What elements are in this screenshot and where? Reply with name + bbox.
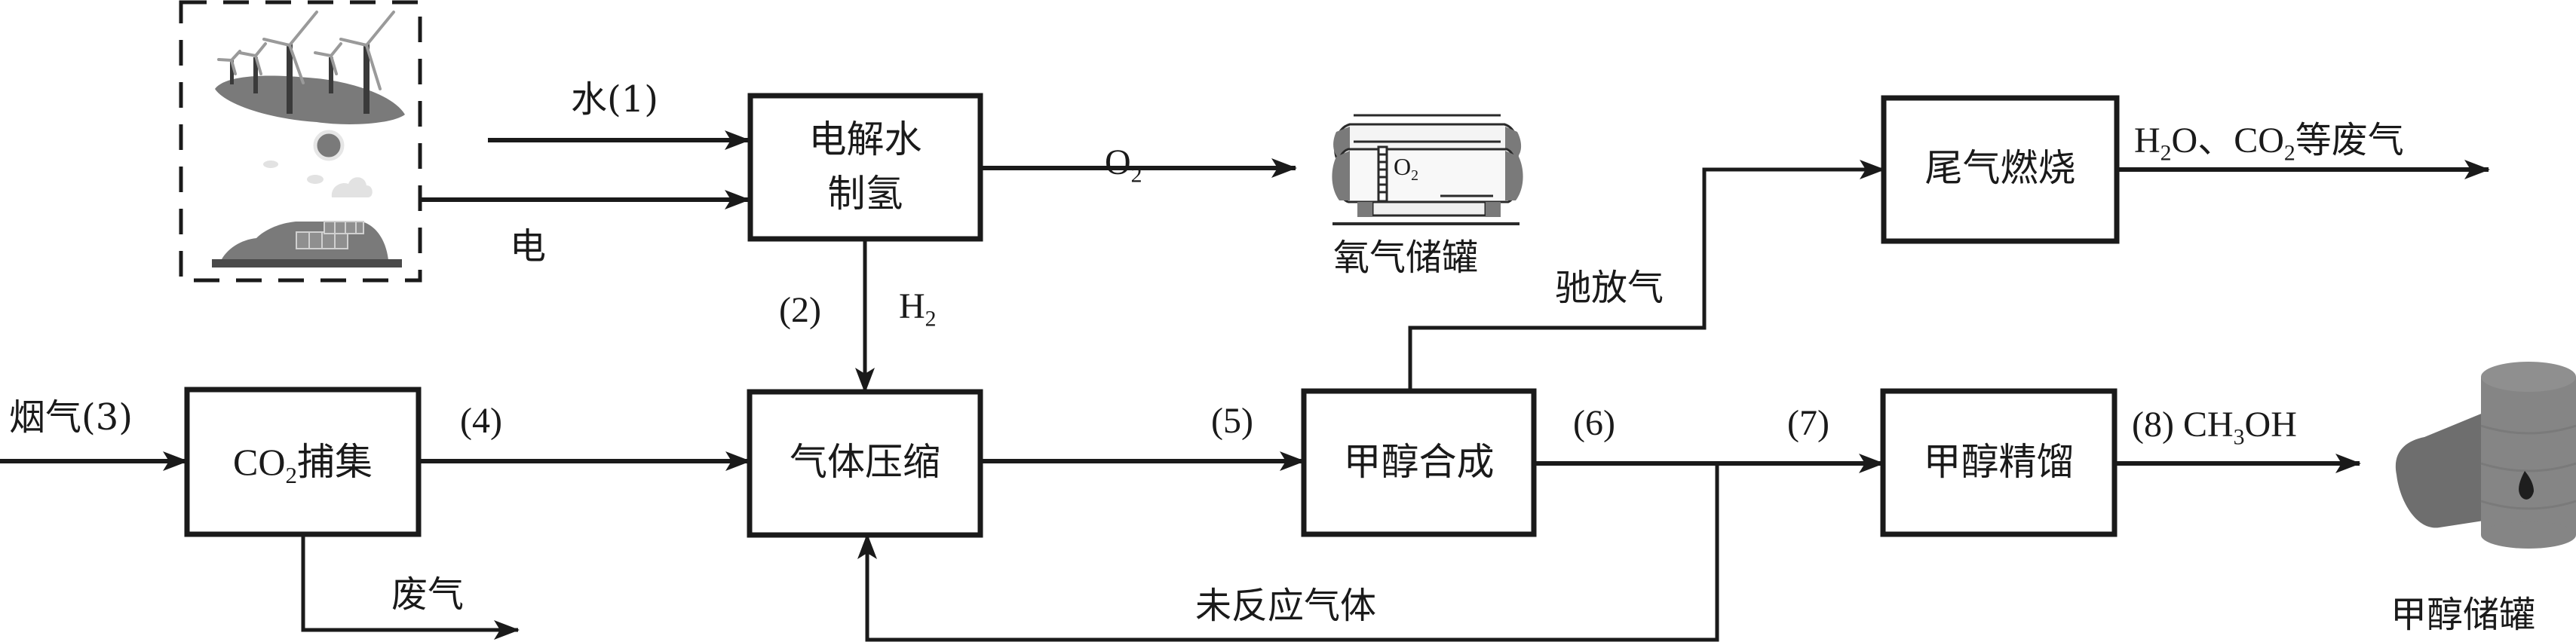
methanol-product-label: (8) CH3OH	[2132, 405, 2297, 448]
exhaust-suffix: 等废气	[2295, 119, 2404, 161]
oxygen-flow-label: O2	[1105, 142, 1142, 186]
gas-compression-label: 气体压缩	[790, 440, 940, 484]
cloud-icon	[263, 160, 373, 197]
tail-gas-combustion-box	[1881, 95, 2120, 244]
waste-gas-label: 废气	[391, 573, 465, 616]
tank-o2-subscript: 2	[1411, 167, 1419, 184]
oxygen-tank-label: 氧气储罐	[1333, 237, 1479, 279]
o2-symbol: O	[1105, 142, 1131, 182]
exhaust-sub1: 2	[2160, 140, 2172, 166]
electrolysis-box	[747, 93, 983, 242]
exhaust-sub2: 2	[2283, 140, 2295, 166]
renewable-source-frame	[179, 0, 422, 283]
stream-6-label: (6)	[1573, 403, 1615, 443]
stream-8-number: (8)	[2132, 405, 2183, 445]
methanol-synthesis-box	[1301, 388, 1537, 537]
co2-capture-suffix: 捕集	[296, 440, 373, 484]
solar-panel-icon	[212, 221, 402, 268]
water-label: 水(1)	[571, 78, 658, 121]
methanol-barrel-icon	[2395, 362, 2576, 549]
recycle-gas-label: 未反应气体	[1195, 585, 1377, 627]
co2-capture-label: CO2捕集	[187, 440, 419, 487]
oxygen-tank-text: O2	[1394, 153, 1418, 183]
exhaust-h: H	[2134, 121, 2160, 160]
ch-symbol: CH	[2182, 405, 2234, 445]
ch3-subscript: 3	[2233, 424, 2245, 450]
methanol-distillation-box	[1880, 388, 2118, 537]
co2-subscript: 2	[285, 461, 297, 488]
exhaust-o-co: O、CO	[2171, 121, 2284, 160]
sun-icon	[313, 130, 345, 161]
wind-farm-icon	[215, 11, 405, 124]
co2-capture-box	[184, 387, 422, 537]
methanol-synthesis-label: 甲醇合成	[1343, 440, 1495, 484]
o2-subscript: 2	[1130, 162, 1142, 188]
hydrogen-flow-label: H2	[899, 286, 937, 330]
stream-4-label: (4)	[460, 401, 502, 441]
electrolysis-label-line1: 电解水	[808, 118, 922, 161]
stream-7-label: (7)	[1787, 403, 1829, 443]
methanol-tank-label: 甲醇储罐	[2390, 594, 2536, 636]
gas-compression-box	[747, 389, 983, 538]
oh-symbol: OH	[2244, 405, 2297, 445]
tank-o2-symbol: O	[1394, 153, 1412, 180]
flue-gas-label: 烟气(3)	[9, 396, 133, 439]
purge-gas-flow-arrow	[1408, 160, 1885, 391]
exhaust-label: H2O、CO2等废气	[2134, 119, 2404, 164]
electricity-label: 电	[510, 225, 547, 268]
oxygen-tank-icon	[1332, 114, 1523, 225]
co2-symbol: CO	[233, 441, 286, 483]
methanol-distillation-label: 甲醇精馏	[1923, 440, 2075, 484]
stream-2-label: (2)	[779, 290, 821, 330]
stream-5-label: (5)	[1211, 401, 1253, 441]
h2-symbol: H	[899, 286, 925, 326]
tail-gas-combustion-label: 尾气燃烧	[1924, 146, 2076, 190]
waste-gas-flow-arrow	[301, 534, 520, 640]
electrolysis-label-line2: 制氢	[827, 172, 903, 216]
h2-subscript: 2	[925, 306, 937, 332]
purge-gas-label: 驰放气	[1555, 267, 1664, 309]
recycle-gas-flow-arrow	[857, 463, 1719, 642]
